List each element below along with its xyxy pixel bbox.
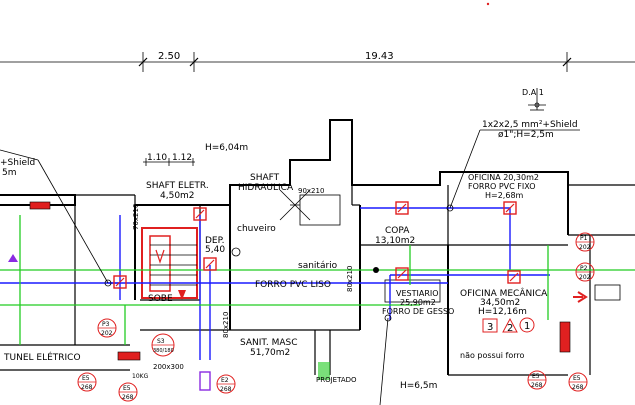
no-forro-label: não possui forro — [460, 351, 525, 360]
shaft-hidr-name: SHAFT — [250, 173, 280, 183]
svg-text:S3: S3 — [157, 338, 165, 345]
green-lines — [0, 215, 635, 345]
tag-p1: P1 202 — [575, 232, 595, 252]
door-80x210-a: 80x210 — [346, 266, 354, 292]
tag-s3: S3 380/180 — [151, 333, 175, 357]
shaft-hidr-name2: HIDRAULICA — [238, 183, 294, 193]
oficina-top-height: H=2,68m — [485, 191, 524, 200]
projetado-label: PROJETADO — [316, 376, 357, 384]
svg-text:E2: E2 — [221, 377, 229, 384]
oficina-mec-name: OFICINA MECÂNICA — [460, 287, 548, 299]
cable-right-label: 1x2x2,5 mm²+Shield — [482, 120, 578, 130]
markers: 3 2 1 — [482, 317, 535, 334]
door-90x210: 90x210 — [298, 187, 324, 195]
staircase: SOBE — [141, 227, 198, 304]
sanit-masc-name: SANIT. MASC — [240, 338, 298, 348]
extinguisher-label: 10KG — [132, 373, 149, 380]
oficina-top-name: OFICINA 20,30m2 — [468, 173, 539, 182]
svg-text:202: 202 — [101, 330, 113, 337]
door-200x300: 200x300 — [153, 363, 184, 371]
door-80x210-b: 80x210 — [222, 312, 230, 338]
vestiario-forro: FORRO DE GESSO — [382, 307, 454, 316]
svg-text:268: 268 — [220, 386, 232, 393]
dim-left: 2.50 — [158, 51, 180, 62]
svg-text:P2: P2 — [580, 265, 588, 272]
cable-left-label2: 5m — [2, 168, 17, 178]
dep-name: DEP. — [205, 236, 225, 246]
svg-text:3: 3 — [487, 322, 493, 333]
dim-small-1: 1.10 — [147, 153, 167, 163]
chuveiro-label: chuveiro — [237, 224, 276, 234]
da-label: D.A 1 — [522, 88, 544, 97]
dimension-line: 2.50 19.43 — [0, 2, 635, 72]
oficina-mec-height: H=12,16m — [478, 307, 527, 317]
dim-small-2: 1.12 — [172, 153, 192, 163]
oficina-top-forro: FORRO PVC FIXO — [468, 182, 536, 191]
copa-name: COPA — [385, 226, 410, 236]
svg-text:E5: E5 — [532, 373, 540, 380]
svg-text:380/180: 380/180 — [153, 348, 174, 354]
sanitario-forro: FORRO PVC LISO — [255, 280, 331, 290]
svg-text:P3: P3 — [102, 321, 110, 328]
sanit-masc-area: 51,70m2 — [250, 348, 290, 358]
svg-text:268: 268 — [531, 382, 543, 389]
door-70x210: 70x210 — [132, 204, 140, 230]
svg-text:E5: E5 — [82, 375, 90, 382]
room-labels: SHAFT ELETR. 4,50m2 SHAFT HIDRAULICA COP… — [3, 173, 548, 363]
sobe-label: SOBE — [148, 294, 173, 304]
svg-text:P1: P1 — [580, 235, 588, 242]
vestiario-area: 25,90m2 — [400, 298, 436, 307]
dim-right: 19.43 — [365, 51, 394, 62]
h65-label: H=6,5m — [400, 381, 437, 391]
h604-label: H=6,04m — [205, 143, 248, 153]
electrical-wiring — [0, 207, 550, 360]
oficina-mec-area: 34,50m2 — [480, 298, 520, 308]
tunel-name: TUNEL ELÉTRICO — [3, 351, 81, 363]
svg-text:1: 1 — [524, 321, 530, 332]
cable-right-label2: ø1";H=2,5m — [498, 130, 554, 140]
electrical-devices — [8, 201, 588, 391]
tag-e5-4: E5 268 — [568, 372, 588, 392]
vestiario-name: VESTIARIO — [396, 289, 439, 298]
tag-p3: P3 202 — [97, 318, 117, 338]
tag-e2: E2 268 — [216, 374, 236, 394]
tag-e5-1: E5 268 — [77, 372, 97, 392]
svg-text:268: 268 — [572, 384, 584, 391]
svg-text:268: 268 — [81, 384, 93, 391]
dep-area: 5,40 — [205, 245, 225, 255]
annotations: H=6,04m H=6,5m chuveiro 1x2x2,5 mm²+Shie… — [0, 88, 578, 391]
cable-left-label: +Shield — [0, 158, 35, 168]
tag-e5-2: E5 268 — [118, 382, 138, 402]
svg-text:268: 268 — [122, 394, 134, 401]
svg-text:2: 2 — [507, 323, 513, 334]
svg-text:E5: E5 — [123, 385, 131, 392]
shaft-eletr-area: 4,50m2 — [160, 191, 195, 201]
shaft-eletr-name: SHAFT ELETR. — [146, 181, 209, 191]
svg-text:202: 202 — [579, 274, 591, 281]
walls — [0, 119, 635, 376]
svg-text:202: 202 — [579, 244, 591, 251]
sanitario-name: sanitário — [298, 261, 338, 271]
tag-p2: P2 202 — [575, 262, 595, 282]
leader-lines — [0, 88, 580, 405]
copa-area: 13,10m2 — [375, 236, 415, 246]
tag-e5-3: E5 268 — [527, 370, 547, 390]
svg-text:E5: E5 — [573, 375, 581, 382]
